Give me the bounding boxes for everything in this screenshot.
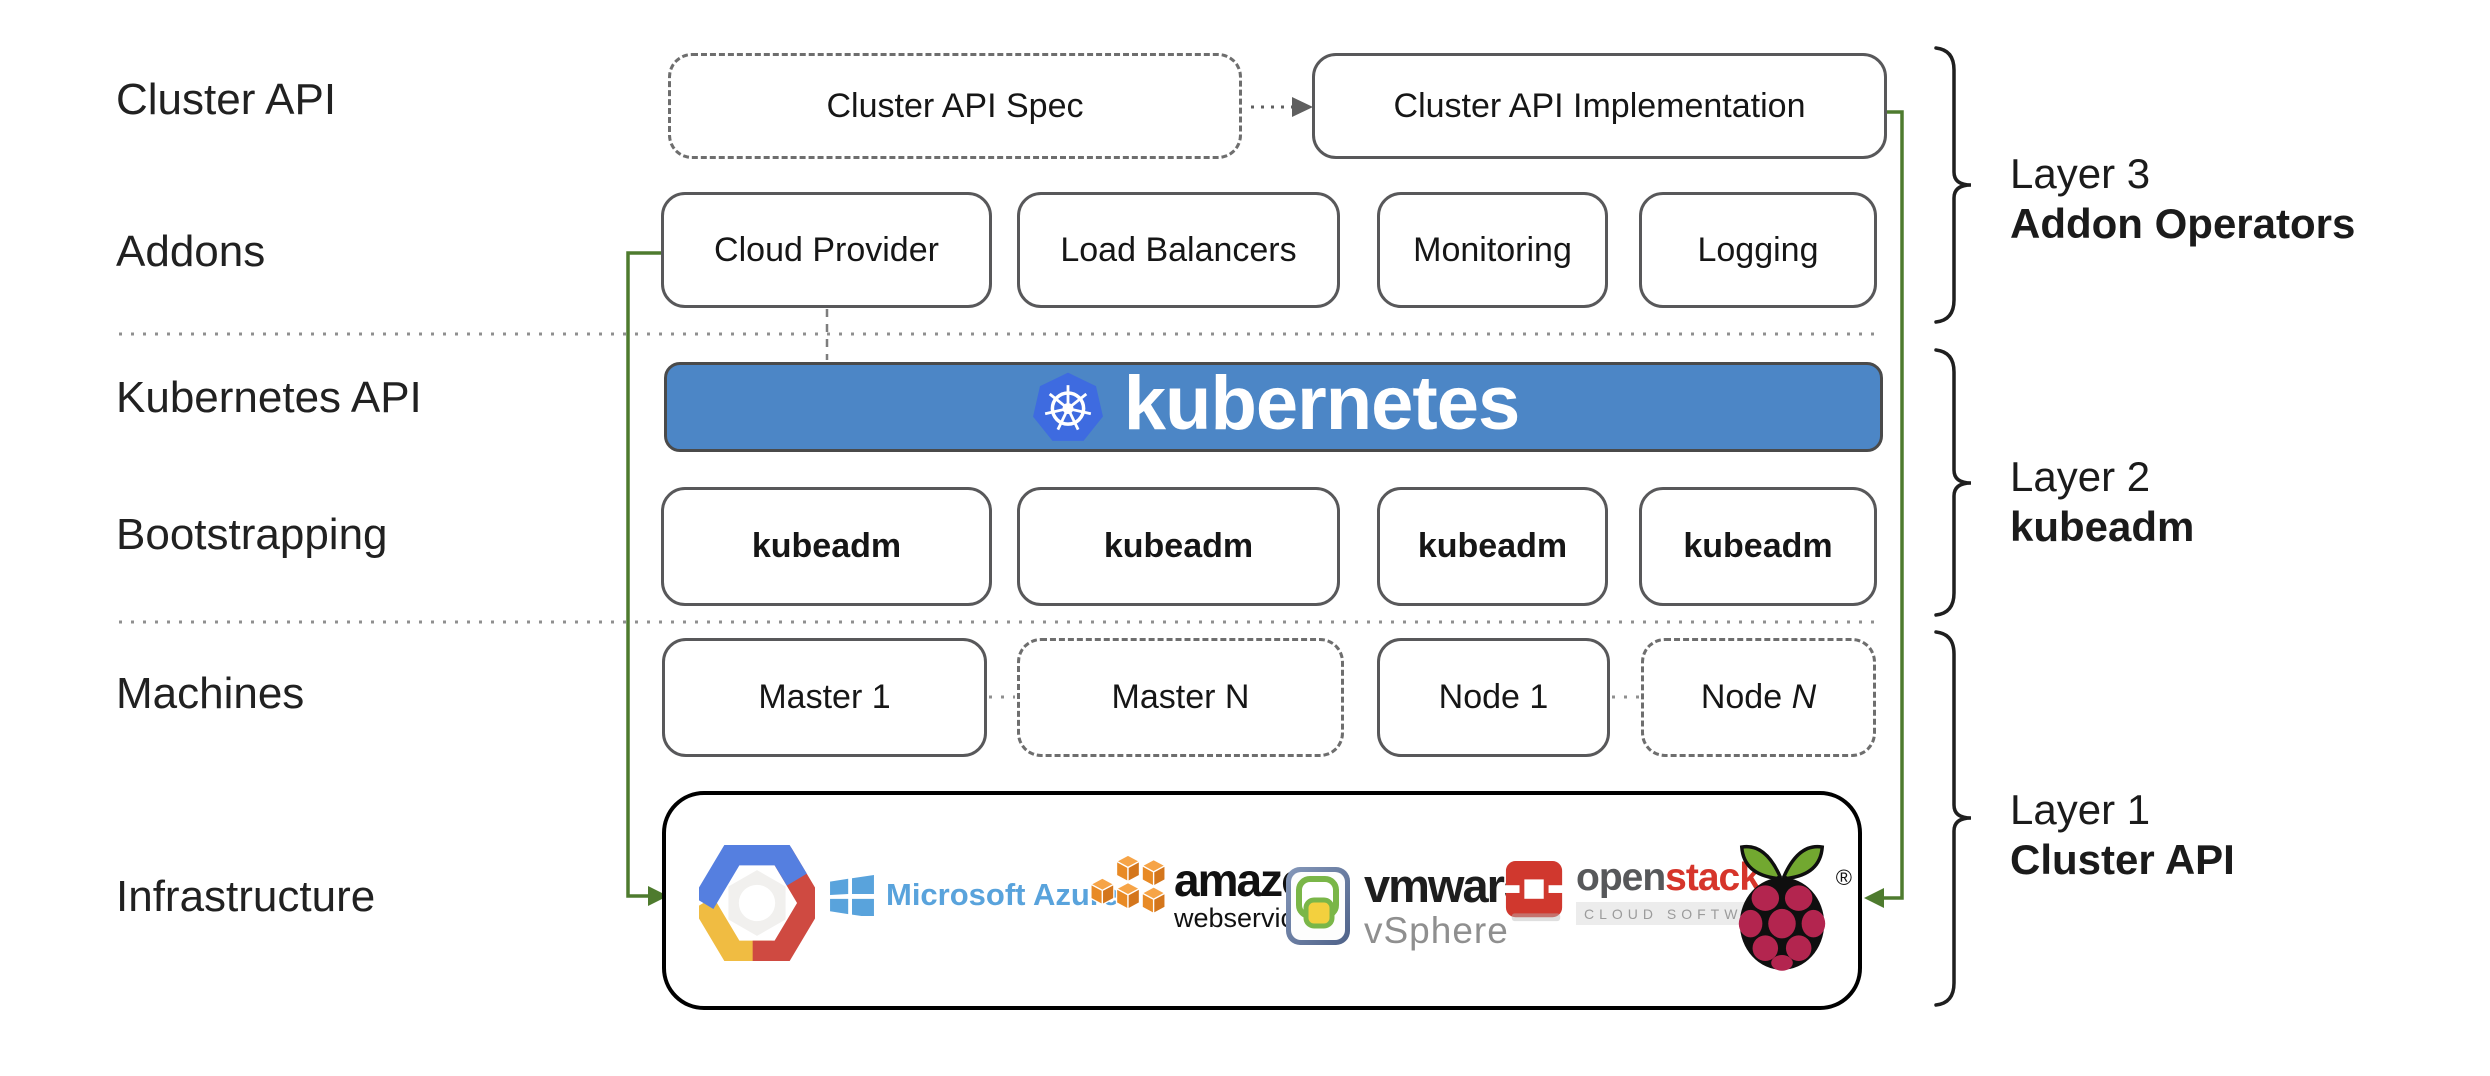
row-label-cluster-api: Cluster API [116, 75, 337, 124]
layer-3-label: Layer 3 Addon Operators [2010, 149, 2355, 249]
kubernetes-banner-text: kubernetes [1123, 361, 1520, 446]
raspberry-pi-logo: ® [1728, 837, 1852, 971]
vmware-vsphere-icon [1286, 866, 1350, 945]
raspberry-pi-icon [1738, 844, 1826, 971]
openstack-icon [1504, 860, 1566, 921]
openstack-logo: openstack™ CLOUD SOFTWARE [1504, 858, 1794, 925]
spec-to-implementation-arrowhead [1292, 97, 1313, 117]
microsoft-azure-icon [830, 874, 874, 916]
aws-cubes-icon [1090, 855, 1166, 915]
vmware-text: vmware [1364, 859, 1529, 912]
layer-3-subtitle: Addon Operators [2010, 200, 2356, 247]
layer-1-subtitle: Cluster API [2010, 836, 2235, 883]
addon-cloud-provider-box: Cloud Provider [661, 192, 992, 308]
vmware-vsphere-logo: vmware® vSphere [1286, 859, 1539, 951]
layer-1-title: Layer 1 [2010, 786, 2151, 833]
kubernetes-logo-icon [1032, 372, 1103, 441]
layer-2-label: Layer 2 kubeadm [2010, 452, 2194, 552]
node-n-prefix: Node [1700, 678, 1783, 716]
row-label-machines: Machines [116, 669, 305, 718]
kubeadm-box-2: kubeadm [1017, 487, 1340, 606]
layer3-brace [1934, 46, 1972, 324]
addon-logging-box: Logging [1639, 192, 1877, 308]
cluster-api-implementation-box: Cluster API Implementation [1312, 53, 1887, 159]
raspberry-pi-registered-mark: ® [1835, 865, 1852, 890]
machine-node-1-box: Node 1 [1377, 638, 1610, 757]
green-connector-right [1884, 110, 1904, 900]
microsoft-azure-text: Microsoft Azure [886, 877, 1120, 912]
kubeadm-box-3: kubeadm [1377, 487, 1608, 606]
addon-monitoring-box: Monitoring [1377, 192, 1608, 308]
layer-3-title: Layer 3 [2010, 150, 2151, 197]
node-n-italic: N [1791, 678, 1817, 716]
machine-node-n-box: Node N [1641, 638, 1876, 757]
openstack-stack-text: stack [1665, 856, 1761, 899]
layer2-brace [1934, 348, 1972, 617]
green-arrowhead-right [1864, 888, 1884, 908]
machine-master-n-box: Master N [1017, 638, 1344, 757]
google-cloud-icon [699, 845, 815, 961]
layer-2-title: Layer 2 [2010, 453, 2151, 500]
row-label-kubernetes-api: Kubernetes API [116, 373, 422, 422]
kubernetes-banner: kubernetes [664, 362, 1883, 452]
kubeadm-box-4: kubeadm [1639, 487, 1877, 606]
machine-master-1-box: Master 1 [662, 638, 987, 757]
layer-2-subtitle: kubeadm [2010, 503, 2195, 550]
google-cloud-logo [699, 845, 815, 961]
row-label-addons: Addons [116, 227, 266, 276]
infrastructure-providers-box: Microsoft Azure amazon webservices [662, 791, 1862, 1010]
addon-load-balancers-box: Load Balancers [1017, 192, 1340, 308]
kubeadm-box-1: kubeadm [661, 487, 992, 606]
row-label-infrastructure: Infrastructure [116, 872, 376, 921]
row-label-bootstrapping: Bootstrapping [116, 510, 388, 559]
openstack-tagline: CLOUD SOFTWARE [1576, 902, 1794, 925]
openstack-open-text: open [1576, 856, 1666, 899]
cluster-api-spec-box: Cluster API Spec [668, 53, 1242, 159]
layer-1-label: Layer 1 Cluster API [2010, 785, 2235, 885]
vsphere-text: vSphere [1364, 910, 1509, 951]
layer1-brace [1934, 630, 1972, 1007]
microsoft-azure-logo: Microsoft Azure [830, 874, 1119, 916]
